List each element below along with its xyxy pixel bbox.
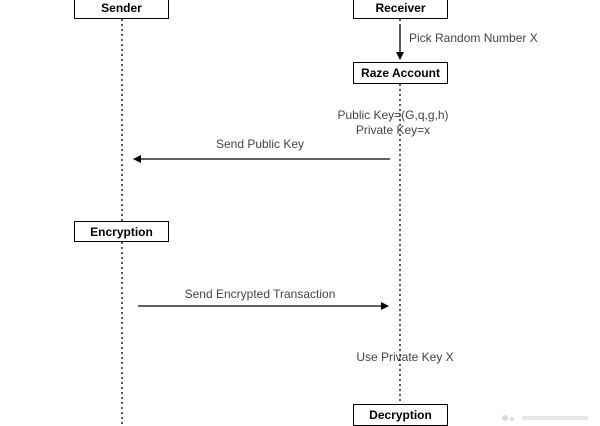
raze-account-box: Raze Account	[353, 62, 448, 84]
private-key-label: Private Key=x	[355, 123, 431, 137]
public-key-label: Public Key=(G,q,g,h)	[337, 108, 449, 122]
send-public-key-label: Send Public Key	[215, 137, 305, 151]
sender-box: Sender	[74, 0, 169, 19]
use-private-key-label: Use Private Key X	[356, 350, 454, 364]
encryption-box: Encryption	[74, 221, 169, 242]
watermark-logo	[502, 415, 588, 421]
send-encrypted-label: Send Encrypted Transaction	[184, 287, 336, 301]
receiver-box: Receiver	[353, 0, 448, 19]
decryption-box: Decryption	[353, 404, 448, 426]
pick-random-label: Pick Random Number X	[409, 31, 538, 45]
